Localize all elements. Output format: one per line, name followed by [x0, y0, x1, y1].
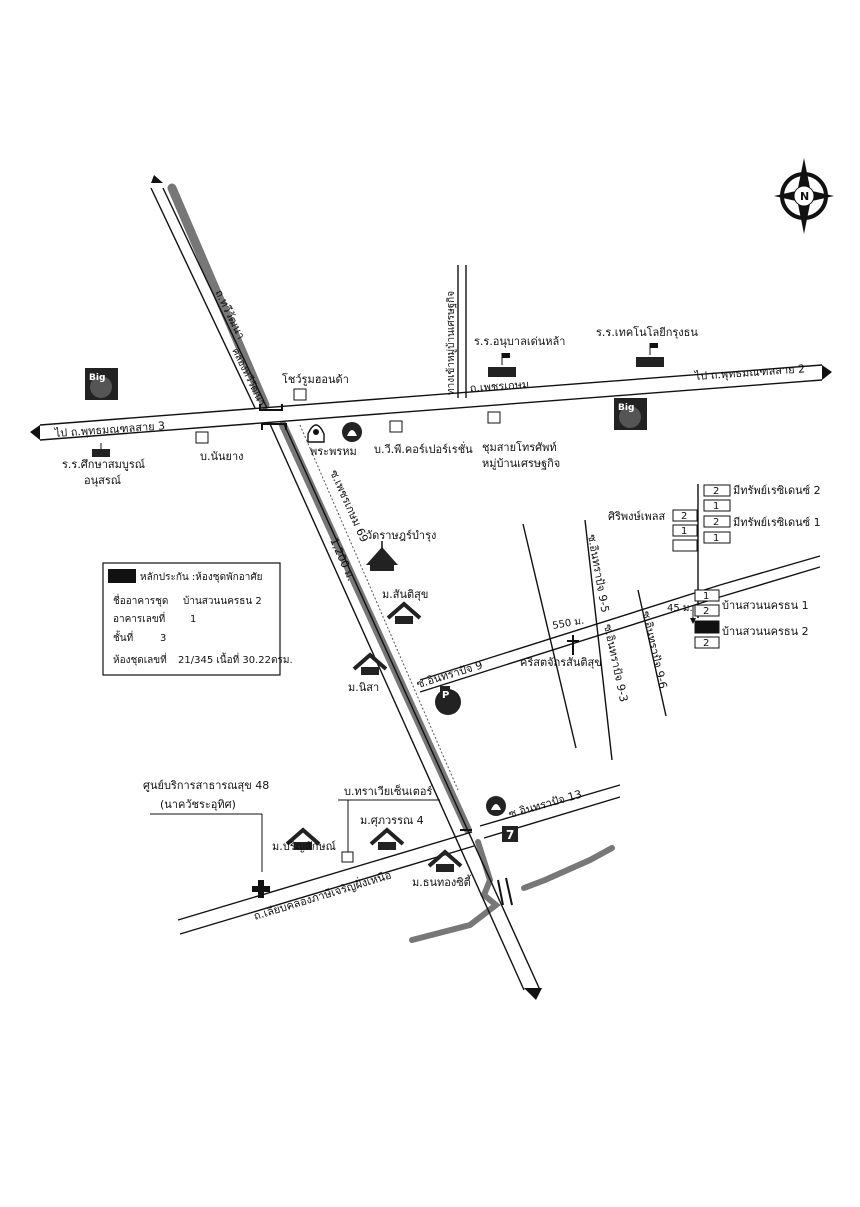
legend-building-no-value: 1 [190, 614, 196, 625]
house-icon [369, 827, 405, 850]
house-icon [386, 601, 422, 624]
road-phetkasem-label: ถ.เพชรเกษม [469, 378, 529, 395]
road-to-phutthamonthon-2-label: ไป ถ.พุทธมณฑลสาย 2 [693, 362, 805, 383]
road-to-village-label: ทางเข้าหมู่บ้านเศรษฐกิจ [445, 291, 457, 395]
thrawi-center-label: บ.ทราเวียเซ็นเตอร์ [344, 784, 432, 798]
canal-south-east [521, 845, 615, 891]
ban-suan-2-label: บ้านสวนนครธน 2 [722, 625, 809, 638]
road-liap-khlong-label: ถ.เลียบคลองภาษีเจริญฝั่งเหนือ [251, 867, 392, 923]
gas-station-icon [342, 422, 362, 442]
hospital-icon [252, 880, 270, 898]
siriphong-label: ศิริพงษ์เพลส [608, 510, 666, 523]
showroom-label: โชว์รูมฮอนด้า [282, 372, 349, 386]
cross-icon [567, 635, 579, 655]
compass-icon: N [774, 158, 834, 234]
big-c-icon: Big [614, 398, 647, 430]
temple-icon [366, 541, 398, 571]
house-icon [285, 827, 321, 850]
compass-n-label: N [800, 190, 809, 203]
house-icon [352, 652, 388, 675]
road-inthrapithak-9-6-label: ซ.อินทราปัจ 9-6 [639, 610, 670, 690]
svg-text:2: 2 [713, 517, 719, 528]
house-icon [427, 849, 463, 872]
vp-corp-label: บ.วี.พี.คอร์เปอร์เรชั่น [374, 441, 473, 456]
shrine-icon [307, 424, 325, 443]
big-c-label: Big [618, 403, 634, 413]
m-santisuk-label: ม.สันติสุข [382, 588, 428, 601]
anuban-school-label: ร.ร.อนุบาลเด่นหล้า [474, 335, 565, 348]
gas-station-icon: P [435, 686, 461, 715]
m-thanthong-label: ม.ธนทองซิตี้ [412, 874, 472, 889]
telephone-label-2: หมู่บ้านเศรษฐกิจ [482, 457, 560, 470]
mi-sap-2-label: มีทรัพย์เรซิเดนซ์ 2 [733, 484, 821, 497]
canal-thawi-north [167, 183, 270, 410]
ban-suan-1-label: บ้านสวนนครธน 1 [722, 599, 809, 612]
school-icon [636, 343, 664, 367]
road-inthrapithak-9-5-label: ซ.อินทราปัจ 9-5 [585, 533, 612, 613]
m-parinyalak-label: ม.ปริญลักษณ์ [272, 840, 336, 853]
square-icon [341, 851, 354, 863]
phra-phrom-label: พระพรหม [310, 445, 357, 458]
road-inthrapithak-13-label: ซ.อินทราปัจ 13 [507, 788, 583, 821]
siksa-school-label-2: อนุสรณ์ [84, 474, 121, 487]
big-c-label: Big [89, 373, 105, 383]
svg-text:2: 2 [713, 486, 719, 497]
square-icon [487, 411, 501, 424]
collateral-marker [694, 620, 720, 634]
condo-blocks: 2 1 2 1 2 1 1 2 2 [672, 484, 731, 649]
tech-school-label: ร.ร.เทคโนโลยีกรุงธน [596, 325, 698, 339]
canal-south-west [409, 839, 501, 943]
gas-station-icon [486, 796, 506, 816]
health-center-label-1: ศูนย์บริการสาธารณสุข 48 [143, 779, 269, 792]
legend-building-name-value: บ้านสวนนครธน 2 [183, 595, 262, 607]
health-center-label-2: (นาควัชระอุทิศ) [160, 798, 236, 811]
legend-building-name-label: ชื่ออาคารชุด [113, 593, 168, 607]
distance-550-label: 550 ม. [552, 616, 585, 632]
square-icon [293, 388, 307, 401]
legend-building-no-label: อาคารเลขที่ [113, 611, 165, 625]
siksa-school-label-1: ร.ร.ศึกษาสมบูรณ์ [62, 458, 145, 471]
svg-text:2: 2 [703, 638, 709, 649]
legend-unit-value: 21/345 เนื้อที่ 30.22ตรม. [178, 652, 293, 666]
svg-text:2: 2 [703, 606, 709, 617]
svg-text:2: 2 [681, 511, 687, 522]
legend-floor-label: ชั้นที่ [113, 630, 133, 644]
square-icon [195, 431, 209, 444]
wat-label: วัดราษฎร์บำรุง [366, 529, 436, 542]
svg-text:1: 1 [713, 501, 719, 512]
svg-text:1: 1 [703, 591, 709, 602]
distance-45-label: 45 ม. [667, 603, 693, 614]
road-distance-1200-label: 1,200 ม. [327, 536, 357, 583]
svg-text:1: 1 [681, 526, 687, 537]
svg-text:1: 1 [713, 533, 719, 544]
mi-sap-1-label: มีทรัพย์เรซิเดนซ์ 1 [733, 516, 821, 529]
arrow-east-icon [822, 365, 832, 380]
church-label: คริสตจักรสันติสุข [520, 656, 602, 669]
legend-box: หลักประกัน :ห้องชุดพักอาศัย ชื่ออาคารชุด… [102, 562, 293, 676]
road-inthrapithak-9-3-label: ซ.อินทราปัจ 9-3 [601, 623, 630, 703]
legend-floor-value: 3 [160, 633, 166, 644]
seven-eleven-icon: 7 [502, 826, 518, 842]
arrow-south-icon [524, 988, 542, 1000]
legend-unit-label: ห้องชุดเลขที่ [113, 652, 167, 666]
arrow-west-icon [30, 425, 40, 440]
big-c-icon: Big [85, 368, 118, 400]
school-icon [488, 353, 516, 377]
ban-nanyang-label: บ.นันยาง [200, 450, 244, 463]
arrow-north-icon [151, 175, 163, 183]
legend-swatch [108, 569, 136, 583]
legend-title: หลักประกัน :ห้องชุดพักอาศัย [140, 571, 263, 583]
telephone-label-1: ชุมสายโทรศัพท์ [482, 440, 557, 454]
svg-text:7: 7 [506, 828, 514, 842]
svg-text:P: P [442, 690, 449, 701]
square-icon [389, 420, 403, 433]
m-suphawan-label: ม.ศุภวรรณ 4 [360, 814, 424, 827]
m-nisa-label: ม.นิสา [348, 681, 379, 694]
school-icon [92, 443, 110, 457]
